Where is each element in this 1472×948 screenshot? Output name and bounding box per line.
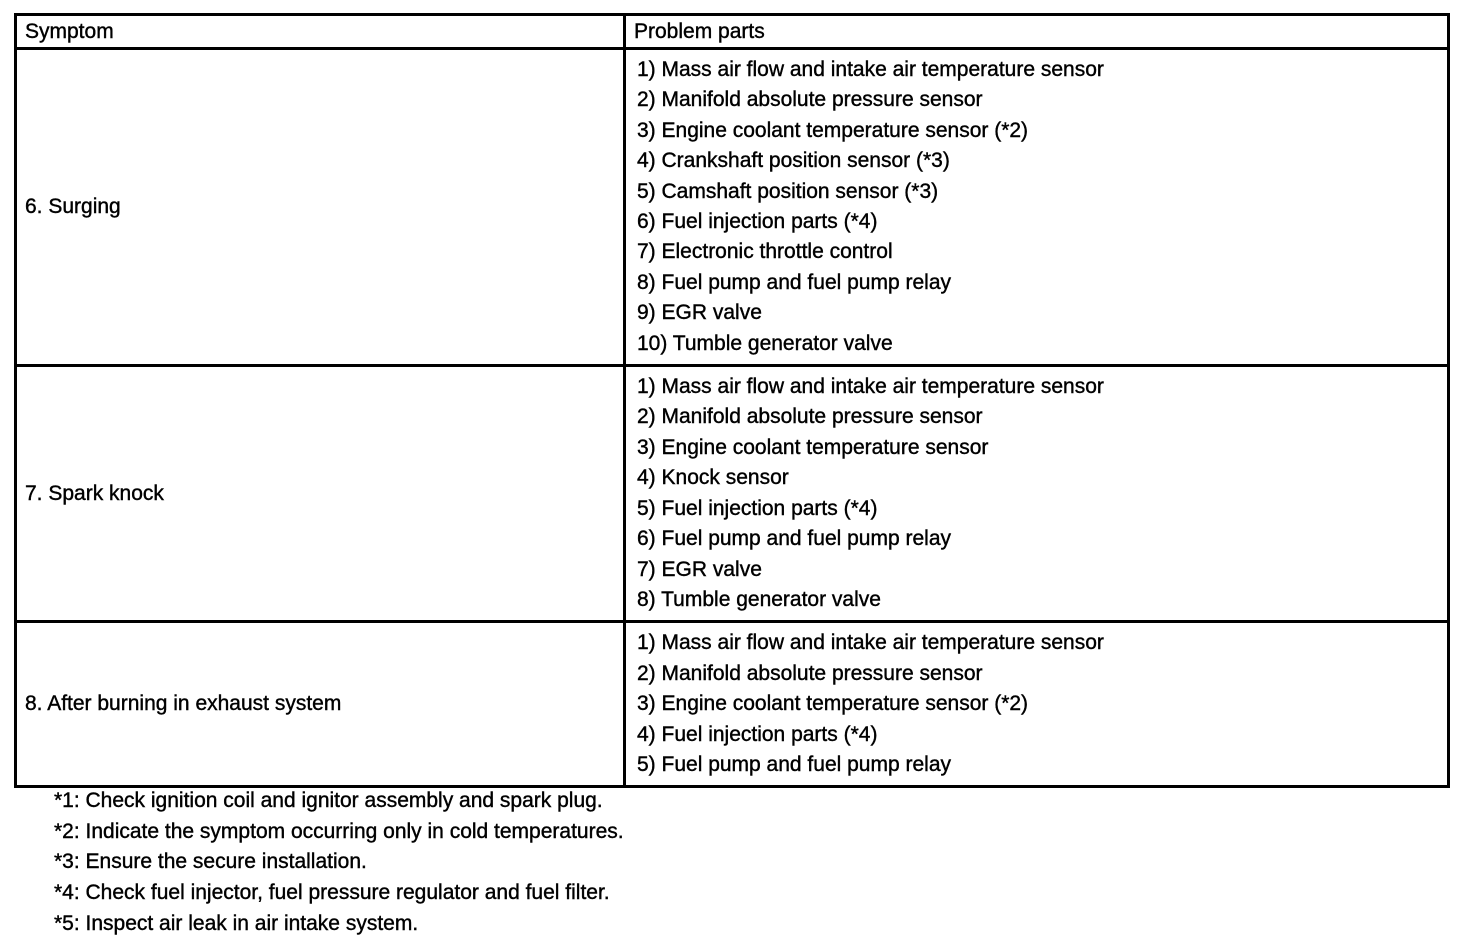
part-item: 2) Manifold absolute pressure sensor	[637, 405, 983, 429]
part-item: 1) Mass air flow and intake air temperat…	[637, 375, 1104, 399]
part-item: 3) Engine coolant temperature sensor (*2…	[637, 118, 1029, 142]
part-item: 4) Fuel injection parts (*4)	[637, 722, 878, 746]
part-item: 6) Fuel pump and fuel pump relay	[637, 527, 952, 551]
part-item: 3) Engine coolant temperature sensor (*2…	[637, 692, 1029, 716]
part-item: 2) Manifold absolute pressure sensor	[637, 88, 983, 112]
parts-cell: 1) Mass air flow and intake air temperat…	[623, 620, 1450, 789]
table-header-symptom: Symptom	[14, 13, 626, 50]
part-item: 7) Electronic throttle control	[637, 240, 893, 264]
part-item: 8) Tumble generator valve	[637, 587, 881, 611]
footnote-line: *2: Indicate the symptom occurring only …	[54, 819, 624, 843]
table-body: 6. Surging 1) Mass air flow and intake ai…	[14, 46, 1450, 789]
footnote-line: *5: Inspect air leak in air intake syste…	[54, 911, 419, 935]
symptom-cell: 7. Spark knock	[14, 364, 626, 624]
part-item: 7) EGR valve	[637, 557, 762, 581]
table-header-row: Symptom Problem parts	[14, 13, 1450, 50]
symptom-cell: 6. Surging	[14, 46, 626, 368]
part-item: 10) Tumble generator valve	[637, 331, 893, 355]
parts-cell: 1) Mass air flow and intake air temperat…	[623, 364, 1450, 624]
footnote-line: *4: Check fuel injector, fuel pressure r…	[54, 881, 610, 905]
part-item: 2) Manifold absolute pressure sensor	[637, 661, 983, 685]
part-item: 6) Fuel injection parts (*4)	[637, 210, 878, 234]
footnotes: *1: Check ignition coil and ignitor asse…	[54, 786, 624, 940]
part-item: 5) Fuel pump and fuel pump relay	[637, 752, 952, 776]
footnote-line: *1: Check ignition coil and ignitor asse…	[54, 789, 603, 812]
footnote-line: *3: Ensure the secure installation.	[54, 850, 367, 874]
part-item: 1) Mass air flow and intake air temperat…	[637, 58, 1104, 81]
symptom-problem-parts-table: Symptom Problem parts 6. Surging 1) Mass …	[14, 13, 1450, 789]
part-item: 4) Crankshaft position sensor (*3)	[637, 149, 950, 173]
part-item: 4) Knock sensor	[637, 466, 789, 490]
part-item: 9) EGR valve	[637, 301, 762, 325]
table-row: 8. After burning in exhaust system 1) Mas…	[14, 620, 1450, 789]
part-item: 5) Fuel injection parts (*4)	[637, 496, 878, 520]
part-item: 8) Fuel pump and fuel pump relay	[637, 270, 952, 294]
part-item: 1) Mass air flow and intake air temperat…	[637, 631, 1104, 655]
table-header-problem-parts: Problem parts	[623, 13, 1450, 50]
part-item: 3) Engine coolant temperature sensor	[637, 435, 989, 459]
table-row: 7. Spark knock 1) Mass air flow and intak…	[14, 364, 1450, 624]
table-row: 6. Surging 1) Mass air flow and intake ai…	[14, 46, 1450, 368]
symptom-cell: 8. After burning in exhaust system	[14, 620, 626, 789]
part-item: 5) Camshaft position sensor (*3)	[637, 179, 939, 203]
parts-cell: 1) Mass air flow and intake air temperat…	[623, 46, 1450, 368]
